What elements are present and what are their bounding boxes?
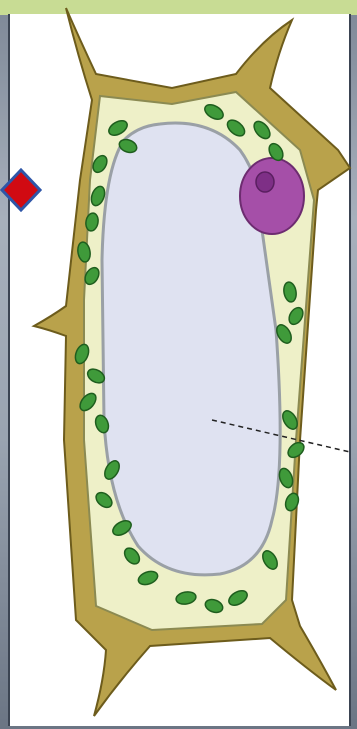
nucleus bbox=[240, 158, 304, 234]
red-diamond-arrow-icon bbox=[0, 168, 42, 212]
nucleolus bbox=[256, 172, 274, 192]
